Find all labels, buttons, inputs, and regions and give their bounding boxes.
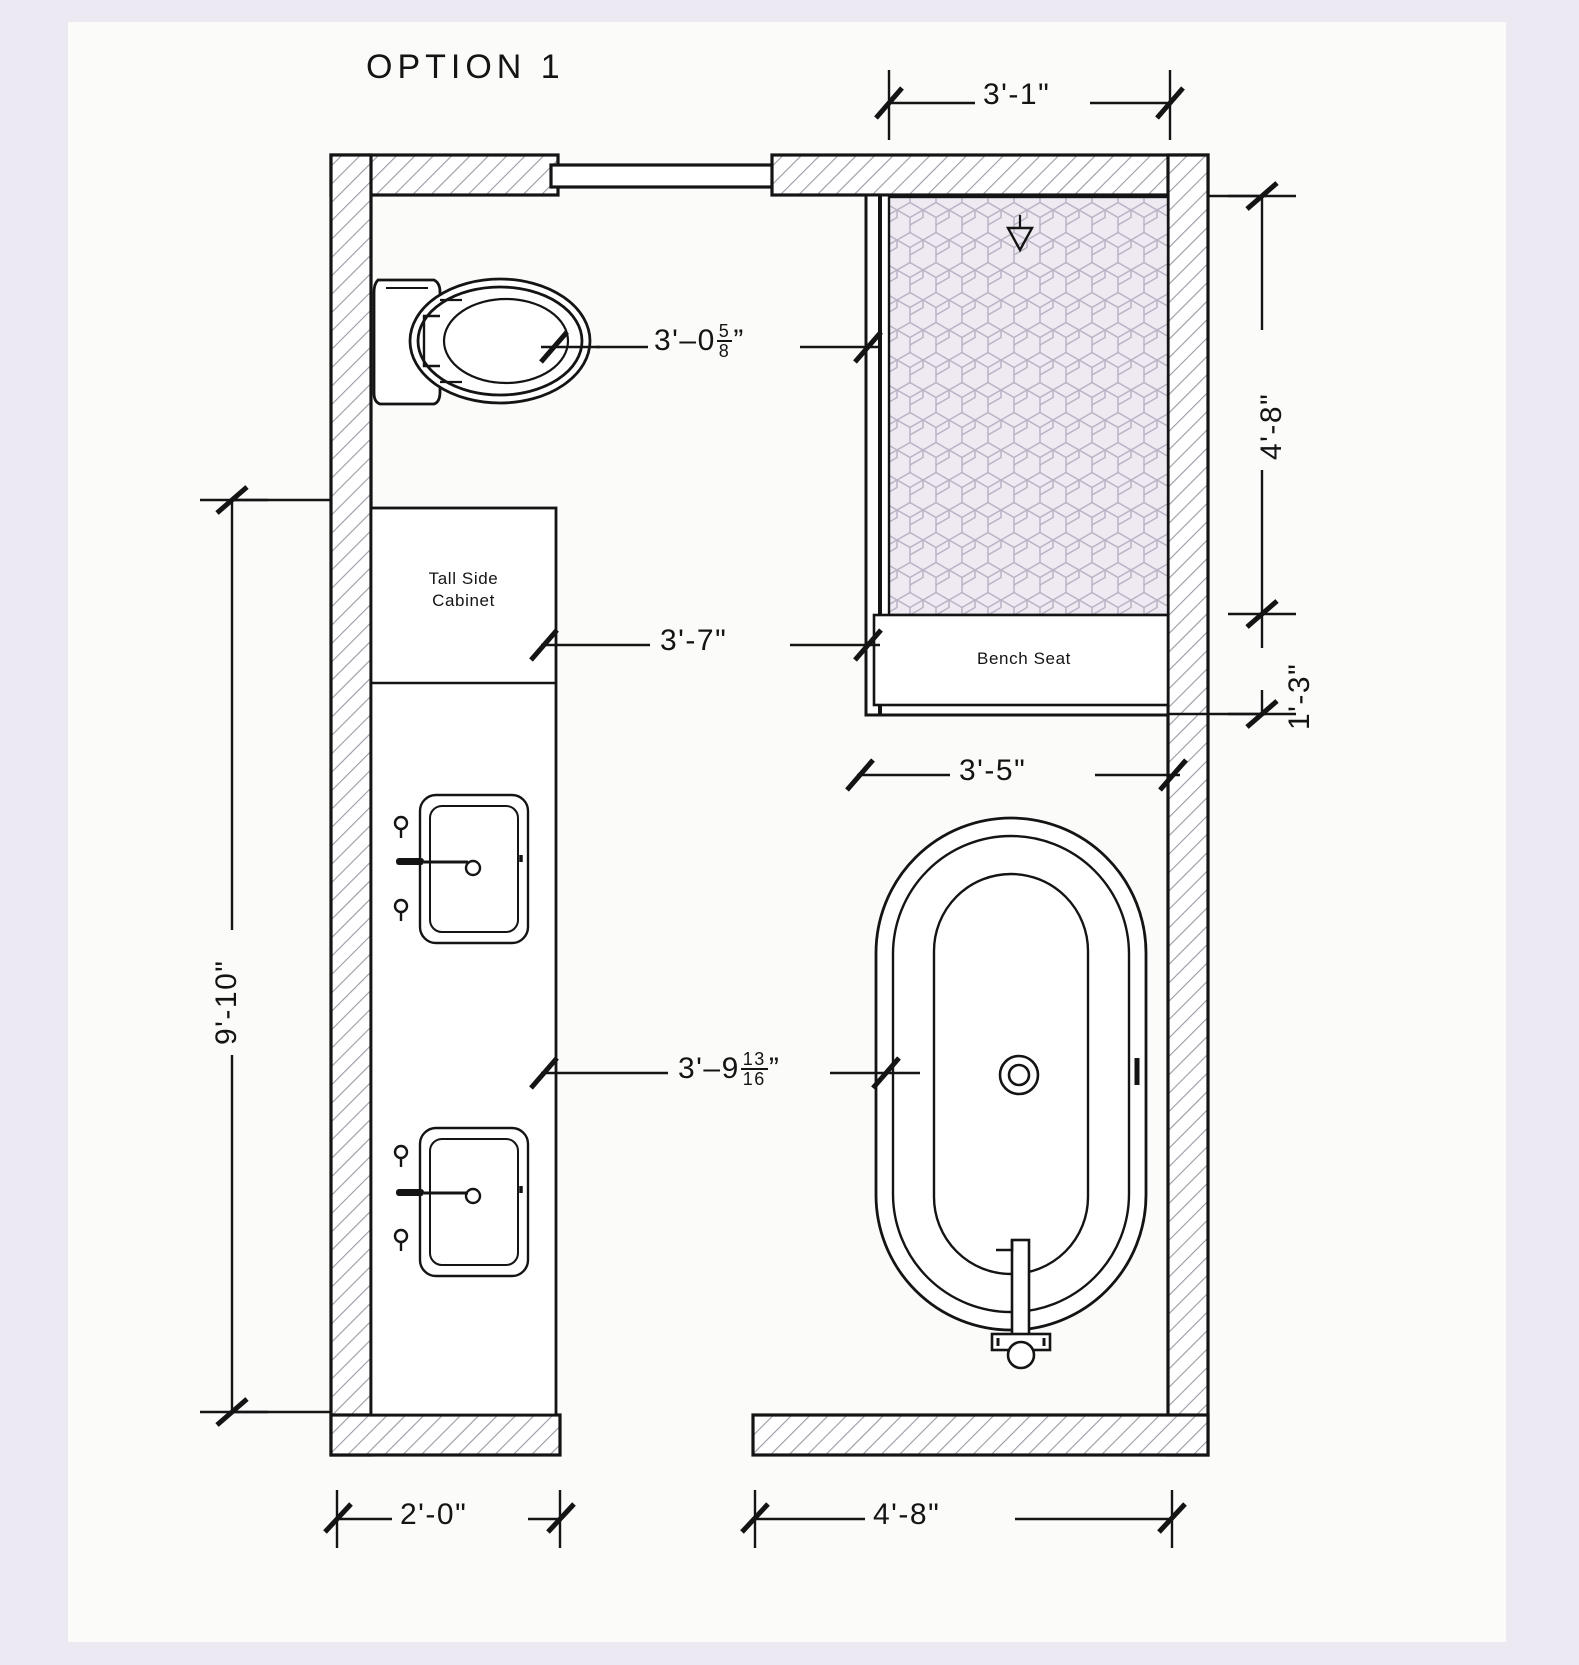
- dimension-tub-feet: 3': [678, 1051, 704, 1085]
- wall-bottom-left: [329, 1413, 562, 1457]
- shower-tile-floor: [887, 195, 1170, 617]
- dimension-lines: [200, 70, 1296, 1548]
- dimension-cabinet: 3'-7": [660, 624, 728, 657]
- wall-top-right: [770, 153, 1210, 197]
- tall-side-cabinet-label-line1: Tall Side: [428, 569, 499, 588]
- vanity-run: [369, 506, 558, 1417]
- dimension-tub-numerator: 13: [742, 1049, 766, 1069]
- door-swing-top: [549, 163, 781, 189]
- drawing-sheet: [68, 22, 1506, 1642]
- dimension-toilet: 3'–0 5 8 ”: [654, 321, 745, 362]
- dimension-right-upper: 4'-8": [1255, 392, 1288, 460]
- dimension-bench-depth: 3'-5": [959, 754, 1027, 787]
- dimension-toilet-whole: 0: [697, 323, 716, 357]
- dimension-left-overall: 9'-10": [210, 959, 243, 1045]
- wall-bottom-right: [751, 1413, 1210, 1457]
- shower: [864, 193, 1170, 717]
- bench-seat-label: Bench Seat: [977, 649, 1071, 668]
- tub-filler: [990, 1238, 1052, 1370]
- sink-upper: [393, 793, 530, 945]
- dimension-tub-denominator: 16: [740, 1068, 768, 1090]
- tall-side-cabinet-label-line2: Cabinet: [432, 591, 495, 610]
- dimension-right-lower: 1'-3": [1283, 662, 1316, 730]
- dimension-bottom-right: 4'-8": [873, 1498, 941, 1531]
- walls: [329, 153, 1210, 1457]
- shower-head-icon: [1005, 215, 1035, 253]
- vanity-counter: [369, 506, 558, 1417]
- toilet: [372, 277, 592, 406]
- dimension-top-shower: 3'-1": [983, 78, 1051, 111]
- dimension-bottom-left: 2'-0": [400, 1498, 468, 1531]
- tall-side-cabinet-label: Tall Side Cabinet: [391, 568, 536, 612]
- sink-lower: [393, 1126, 530, 1278]
- dimension-toilet-feet: 3': [654, 323, 680, 357]
- dimension-tub-whole: 9: [721, 1051, 740, 1085]
- page-title: OPTION 1: [366, 48, 565, 86]
- dimension-toilet-numerator: 5: [718, 321, 731, 341]
- dimension-tub: 3'–9 13 16 ”: [678, 1049, 781, 1090]
- bench-seat: [872, 613, 1170, 707]
- wall-right: [1166, 153, 1210, 1457]
- freestanding-tub: [874, 816, 1148, 1370]
- wall-left: [329, 153, 373, 1457]
- dimension-toilet-denominator: 8: [716, 340, 733, 362]
